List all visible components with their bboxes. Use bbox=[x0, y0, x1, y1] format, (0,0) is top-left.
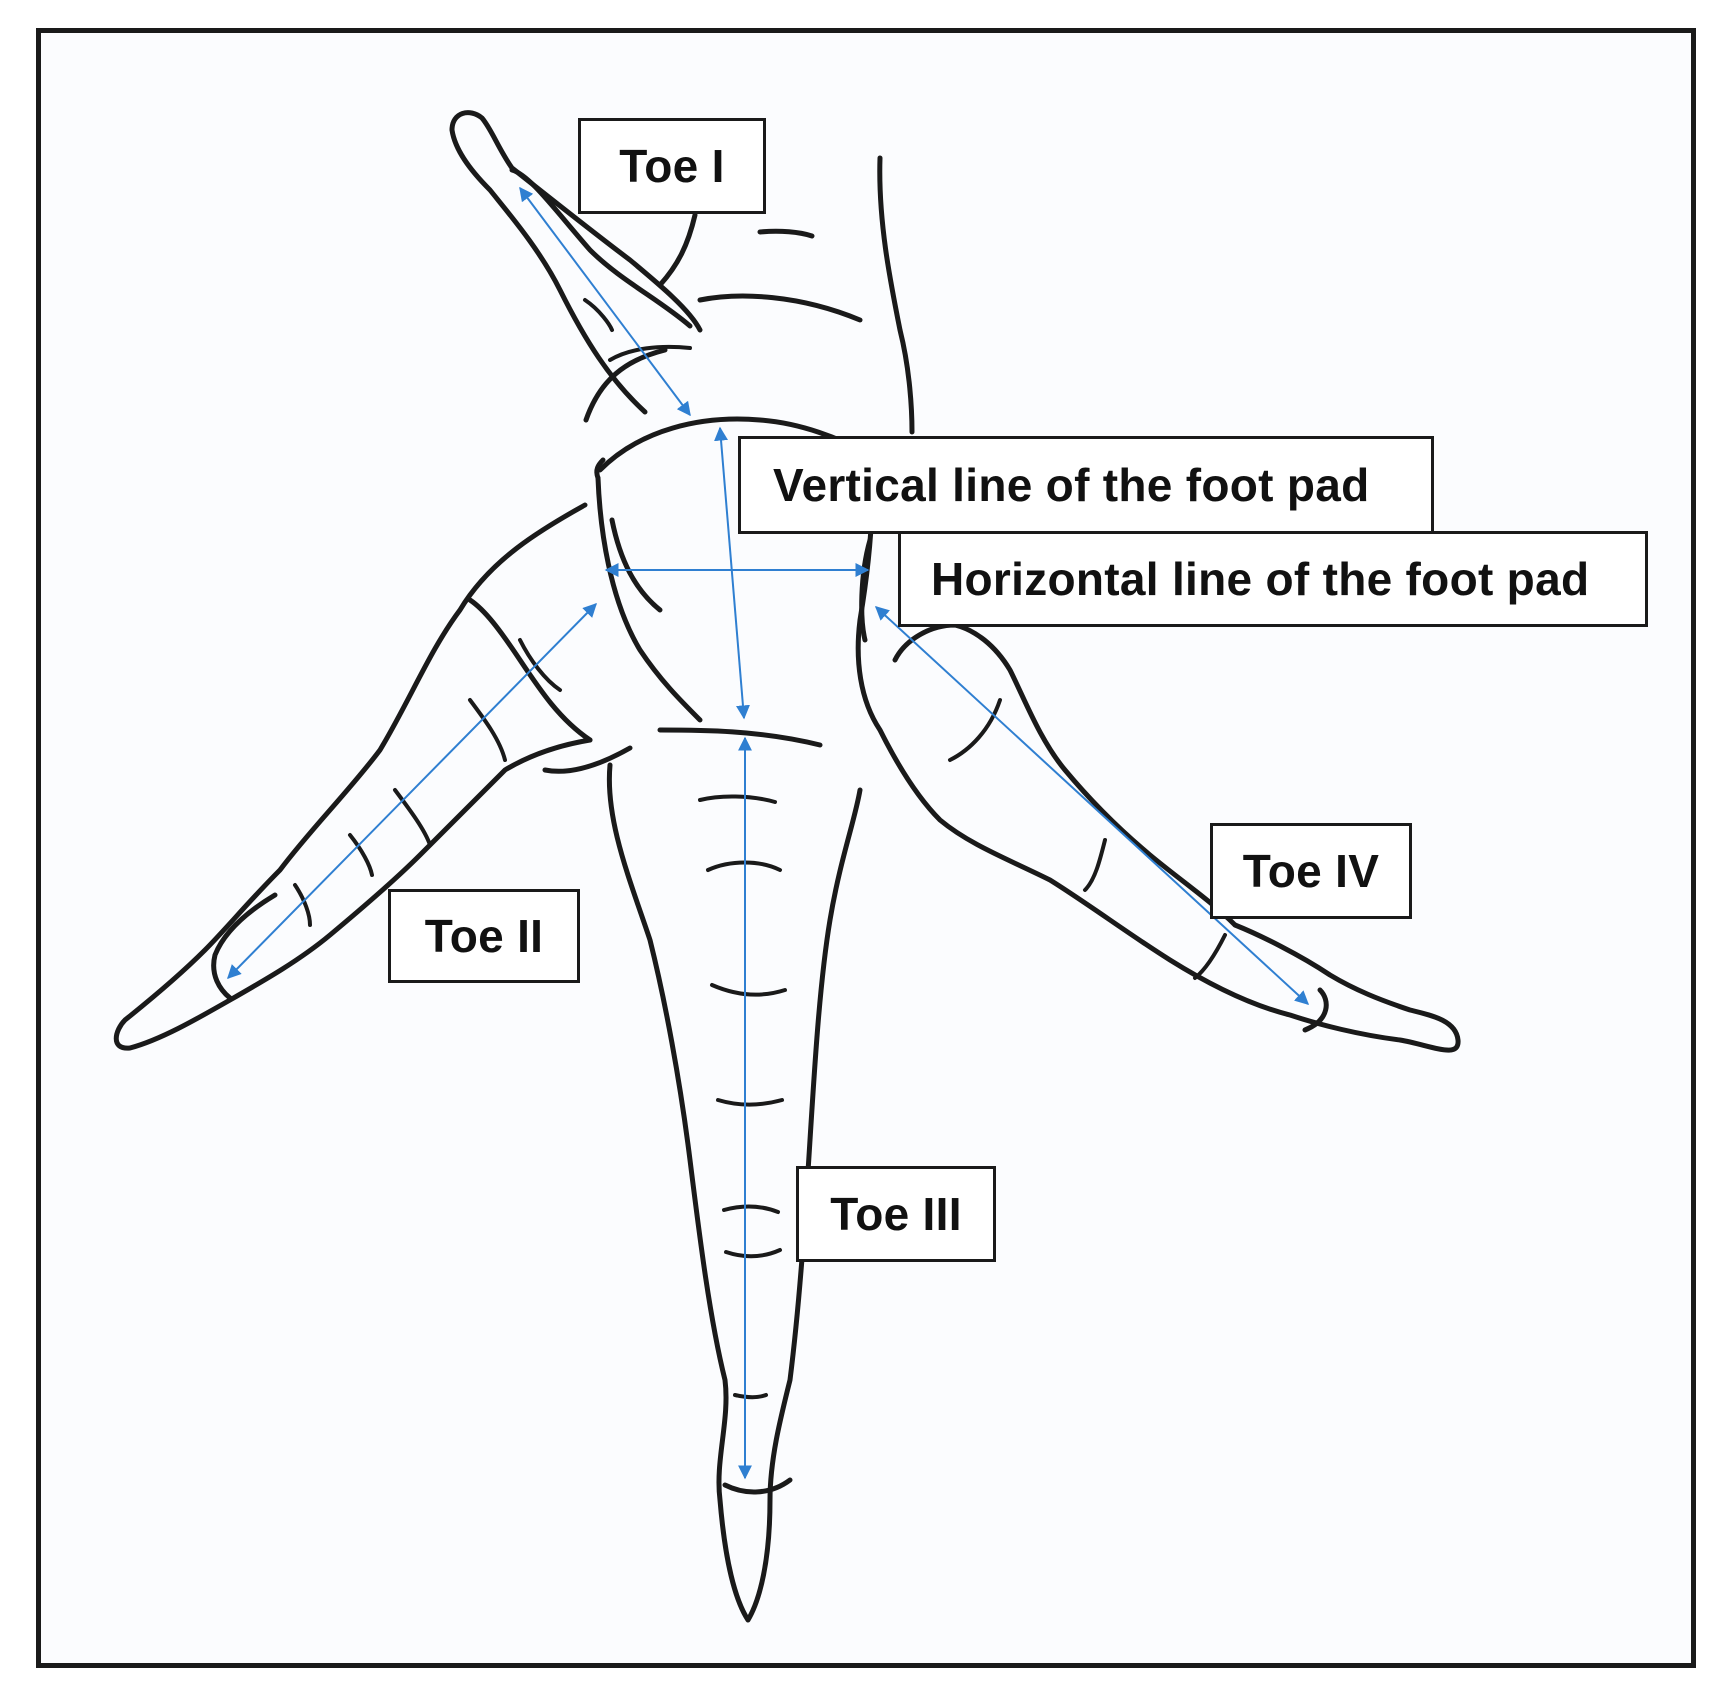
toe-i-label: Toe I bbox=[578, 118, 766, 214]
toe-iv-measure-arrow bbox=[874, 606, 1310, 1005]
toe-ii-label: Toe II bbox=[388, 889, 580, 983]
toe-iii-outline bbox=[606, 762, 863, 1623]
vertical-line-label: Vertical line of the foot pad bbox=[738, 436, 1434, 534]
toe-i-measure-arrow bbox=[519, 186, 691, 417]
toe-iv-label: Toe IV bbox=[1210, 823, 1412, 919]
measurement-arrows bbox=[227, 186, 1310, 1480]
horizontal-line-label: Horizontal line of the foot pad bbox=[898, 531, 1648, 627]
toe-ii-measure-arrow bbox=[227, 603, 597, 979]
shank-right-edge bbox=[877, 155, 915, 435]
toe-iii-label: Toe III bbox=[796, 1166, 996, 1262]
